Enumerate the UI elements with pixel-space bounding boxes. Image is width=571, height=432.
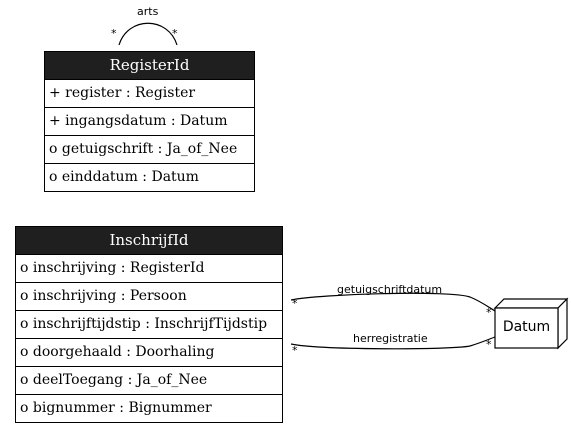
class-inschrijfid[interactable]: InschrijfId o inschrijving : RegisterId … — [15, 226, 283, 423]
datum-node-top-face — [493, 298, 569, 309]
association-label-getuigschriftdatum: getuigschriftdatum — [337, 283, 443, 296]
attribute-row: o inschrijving : RegisterId — [16, 255, 282, 283]
attribute-row: o bignummer : Bignummer — [20, 400, 212, 416]
attribute-row: + register : Register — [45, 80, 254, 108]
attribute-row: o getuigschrift : Ja_of_Nee — [45, 136, 254, 164]
attribute-row: o inschrijftijdstip : InschrijfTijdstip — [16, 311, 282, 339]
self-association-mult-left: * — [111, 27, 117, 40]
class-registerid[interactable]: RegisterId + register : Register + ingan… — [44, 51, 255, 192]
association-mult-dst: * — [486, 306, 492, 319]
attribute-row: + ingangsdatum : Datum — [45, 108, 254, 136]
attribute-row: o deelToegang : Ja_of_Nee — [16, 367, 282, 395]
attribute-row: o einddatum : Datum — [49, 169, 199, 185]
node-datum-label[interactable]: Datum — [502, 319, 551, 335]
association-mult-src: * — [292, 344, 298, 357]
datum-node-front-face — [494, 307, 559, 349]
attribute-row: o inschrijving : Persoon — [16, 283, 282, 311]
association-mult-dst: * — [486, 338, 492, 351]
class-inschrijfid-title: InschrijfId — [16, 227, 282, 255]
association-label-herregistratie: herregistratie — [353, 332, 428, 345]
datum-node-side-face — [557, 297, 568, 350]
association-herregistratie — [290, 336, 496, 350]
association-mult-src: * — [292, 297, 298, 310]
self-association-label: arts — [137, 5, 159, 18]
class-registerid-title: RegisterId — [45, 52, 254, 80]
self-association-arts — [118, 22, 178, 46]
self-association-mult-right: * — [172, 27, 178, 40]
attribute-row: o doorgehaald : Doorhaling — [16, 339, 282, 367]
association-getuigschriftdatum — [290, 292, 496, 312]
